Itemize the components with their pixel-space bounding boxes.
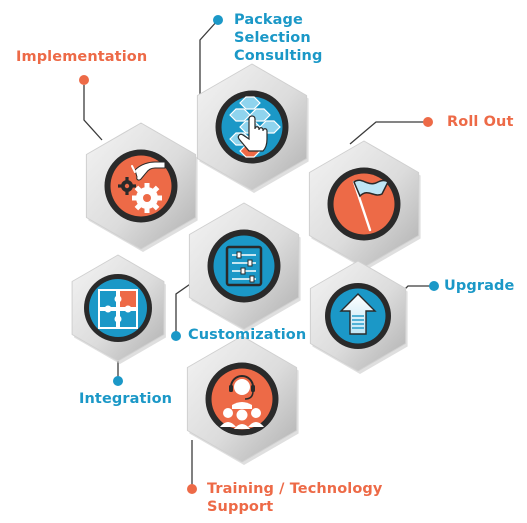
connector-dots: [79, 15, 439, 494]
flag-icon: [333, 173, 395, 235]
dot-implementation: [79, 75, 89, 85]
label-line: Training / Technology: [207, 481, 383, 497]
dot-upgrade: [429, 281, 439, 291]
headset-group-icon: [211, 368, 273, 430]
dot-package: [213, 15, 223, 25]
connector-package: [199, 19, 219, 120]
puzzle-icon: [89, 279, 147, 337]
label-line: Roll Out: [447, 114, 514, 130]
label-package-selection: Package Selection Consulting: [234, 11, 322, 65]
label-line: Implementation: [16, 49, 148, 65]
connector-rollout: [349, 121, 428, 145]
dot-training: [187, 484, 197, 494]
large-gear: [132, 183, 162, 213]
label-line: Support: [207, 499, 274, 515]
dot-customization: [171, 331, 181, 341]
hand-touch-hexgrid-icon: [221, 96, 283, 158]
label-line: Upgrade: [444, 278, 515, 294]
label-line: Selection: [234, 30, 311, 46]
sliders-icon: [213, 235, 275, 297]
label-line: Integration: [79, 391, 173, 407]
label-training-support: Training / Technology Support: [207, 480, 382, 516]
label-upgrade: Upgrade: [444, 277, 514, 295]
label-line: Package: [234, 12, 303, 28]
connector-implementation: [83, 85, 103, 141]
label-integration: Integration: [79, 390, 172, 408]
upgrade-arrow-icon: [330, 288, 386, 344]
label-roll-out: Roll Out: [447, 113, 514, 131]
dot-integration: [113, 376, 123, 386]
dot-rollout: [423, 117, 433, 127]
label-customization: Customization: [188, 326, 306, 344]
small-gear: [118, 177, 136, 195]
label-implementation: Implementation: [16, 48, 147, 66]
label-line: Customization: [188, 327, 307, 343]
label-line: Consulting: [234, 48, 323, 64]
hand-gears-icon: [110, 155, 172, 217]
